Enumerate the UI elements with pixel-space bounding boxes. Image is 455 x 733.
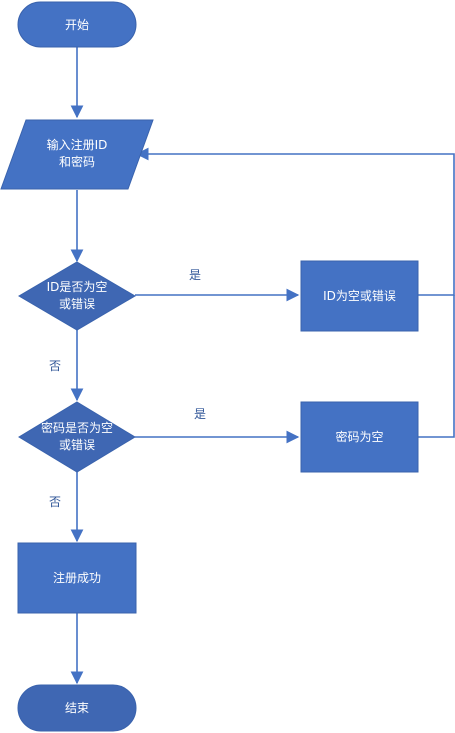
success-label: 注册成功 bbox=[53, 570, 101, 585]
check-pwd-label-line1: 密码是否为空 bbox=[41, 420, 113, 435]
start-label: 开始 bbox=[65, 18, 89, 32]
pwd-empty-label: 密码为空 bbox=[335, 429, 383, 444]
edge-pwd-empty-loop bbox=[418, 295, 455, 438]
edge-label-check-pwd-yes: 是 bbox=[194, 407, 206, 421]
check-id-label-line1: ID是否为空 bbox=[47, 280, 108, 294]
input-label-line1: 输入注册ID bbox=[47, 137, 108, 152]
input-label-line2: 和密码 bbox=[59, 154, 95, 169]
check-id-decision: ID是否为空 或错误 bbox=[18, 261, 136, 331]
id-error-label: ID为空或错误 bbox=[323, 289, 396, 303]
end-label: 结束 bbox=[65, 701, 89, 715]
pwd-empty-node: 密码为空 bbox=[300, 401, 419, 473]
id-error-node: ID为空或错误 bbox=[300, 260, 419, 332]
success-node: 注册成功 bbox=[17, 542, 137, 614]
start-node: 开始 bbox=[17, 1, 137, 48]
edge-label-check-id-no: 否 bbox=[49, 359, 61, 373]
end-node: 结束 bbox=[17, 684, 137, 732]
check-id-label-line2: 或错误 bbox=[59, 297, 95, 311]
edge-label-check-pwd-no: 否 bbox=[49, 495, 61, 509]
edge-label-check-id-yes: 是 bbox=[189, 268, 201, 282]
input-node: 输入注册ID 和密码 bbox=[0, 119, 154, 190]
check-pwd-decision: 密码是否为空 或错误 bbox=[18, 401, 136, 473]
edge-id-error-loop bbox=[135, 147, 455, 296]
check-pwd-label-line2: 或错误 bbox=[59, 438, 95, 452]
